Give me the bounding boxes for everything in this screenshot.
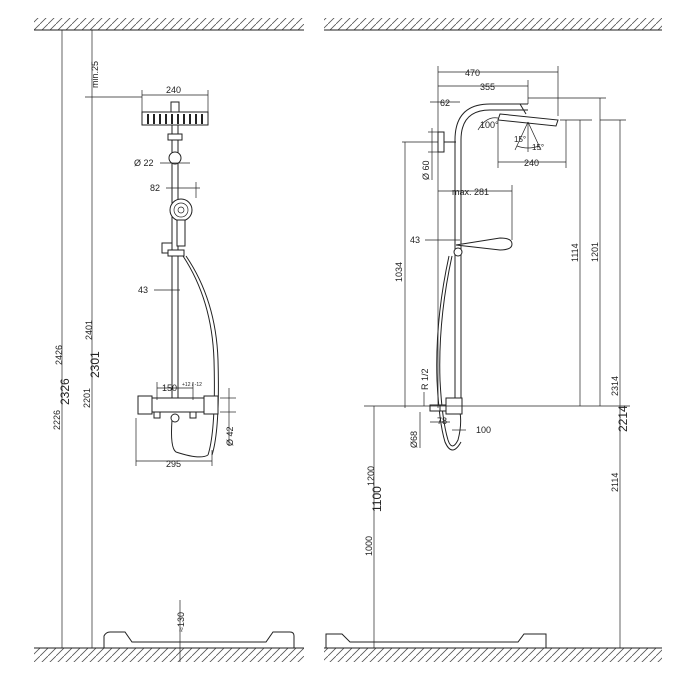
front-dim-total-height-b: 2326 bbox=[58, 378, 72, 405]
side-ceiling bbox=[324, 18, 662, 31]
side-dim-handshower-height: 1034 bbox=[394, 262, 404, 282]
side-dim-tilt-b: 15° bbox=[532, 143, 544, 152]
side-dim-outlet-spacing: 100 bbox=[476, 425, 491, 435]
front-hand-shower bbox=[169, 198, 193, 222]
side-dim-arm-offset: 62 bbox=[440, 98, 450, 108]
side-dim-head-to-mixer-a: 1114 bbox=[570, 243, 580, 262]
front-dim-head-height-a: 2201 bbox=[82, 388, 92, 408]
front-dim-head-height-c: 2401 bbox=[84, 320, 94, 340]
front-dim-thermostat-depth: Ø 42 bbox=[225, 426, 235, 446]
side-dim-total-height-b: 2214 bbox=[616, 405, 630, 432]
side-dim-holder-offset: 43 bbox=[410, 235, 420, 245]
side-dim-thread: R 1/2 bbox=[420, 368, 430, 390]
side-hand-shower bbox=[455, 237, 513, 251]
side-head-shower bbox=[497, 113, 559, 127]
side-dim-tilt-a: 15° bbox=[514, 135, 526, 144]
front-dim-pipe-diameter: Ø 22 bbox=[134, 158, 154, 168]
front-dim-floor-gap: ≈130 bbox=[176, 612, 186, 632]
side-dim-mixer-height-c: 1200 bbox=[366, 466, 376, 486]
side-dim-head-to-mixer-b: 1201 bbox=[590, 242, 600, 262]
side-dim-mixer-height-b: 1100 bbox=[370, 486, 384, 512]
front-dim-thermostat-spacing: 150 bbox=[162, 383, 177, 393]
front-dim-thermostat-width: 295 bbox=[166, 459, 181, 469]
side-shower-arm bbox=[454, 103, 528, 141]
side-dim-max-reach: max. 281 bbox=[452, 187, 489, 197]
front-holder bbox=[161, 242, 173, 254]
side-dim-outlet-diameter: Ø68 bbox=[409, 431, 419, 448]
front-dimensions: 240 min.25 Ø 22 82 43 150 +12 / -12 Ø 42… bbox=[52, 30, 236, 662]
front-dim-min-gap: min.25 bbox=[90, 61, 100, 88]
side-dim-outlet-depth: 78 bbox=[437, 416, 447, 426]
side-dimensions: 470 355 62 100° 15° 15° 240 Ø 60 max. 28… bbox=[364, 66, 630, 648]
front-dim-head-height-b: 2301 bbox=[88, 351, 102, 378]
front-dim-head-width: 240 bbox=[166, 85, 181, 95]
side-floor bbox=[324, 633, 662, 662]
front-floor bbox=[34, 631, 304, 662]
side-dim-mixer-height-a: 1000 bbox=[364, 536, 374, 556]
front-dim-holder-offset: 43 bbox=[138, 285, 148, 295]
side-dim-total-height-a: 2314 bbox=[610, 376, 620, 396]
side-shower-column bbox=[429, 103, 559, 451]
side-dim-tilt-angle: 100° bbox=[480, 120, 499, 130]
side-dim-arm-reach: 470 bbox=[465, 68, 480, 78]
front-dim-total-height-c: 2426 bbox=[54, 345, 64, 365]
front-head-shower bbox=[141, 111, 209, 126]
side-dim-arm-length: 355 bbox=[480, 82, 495, 92]
side-dim-total-height-c: 2114 bbox=[610, 473, 620, 492]
front-ceiling bbox=[34, 18, 304, 31]
side-dim-wall-bracket: Ø 60 bbox=[421, 160, 431, 180]
front-dim-total-height-a: 2226 bbox=[52, 410, 62, 430]
front-shower-column bbox=[137, 101, 219, 458]
front-head-nozzles bbox=[147, 114, 203, 124]
front-dim-thermostat-spacing-sup: +12 / -12 bbox=[182, 382, 202, 388]
side-dim-head-depth: 240 bbox=[524, 158, 539, 168]
front-dim-handshower-offset: 82 bbox=[150, 183, 160, 193]
side-wall-bracket bbox=[437, 131, 445, 153]
